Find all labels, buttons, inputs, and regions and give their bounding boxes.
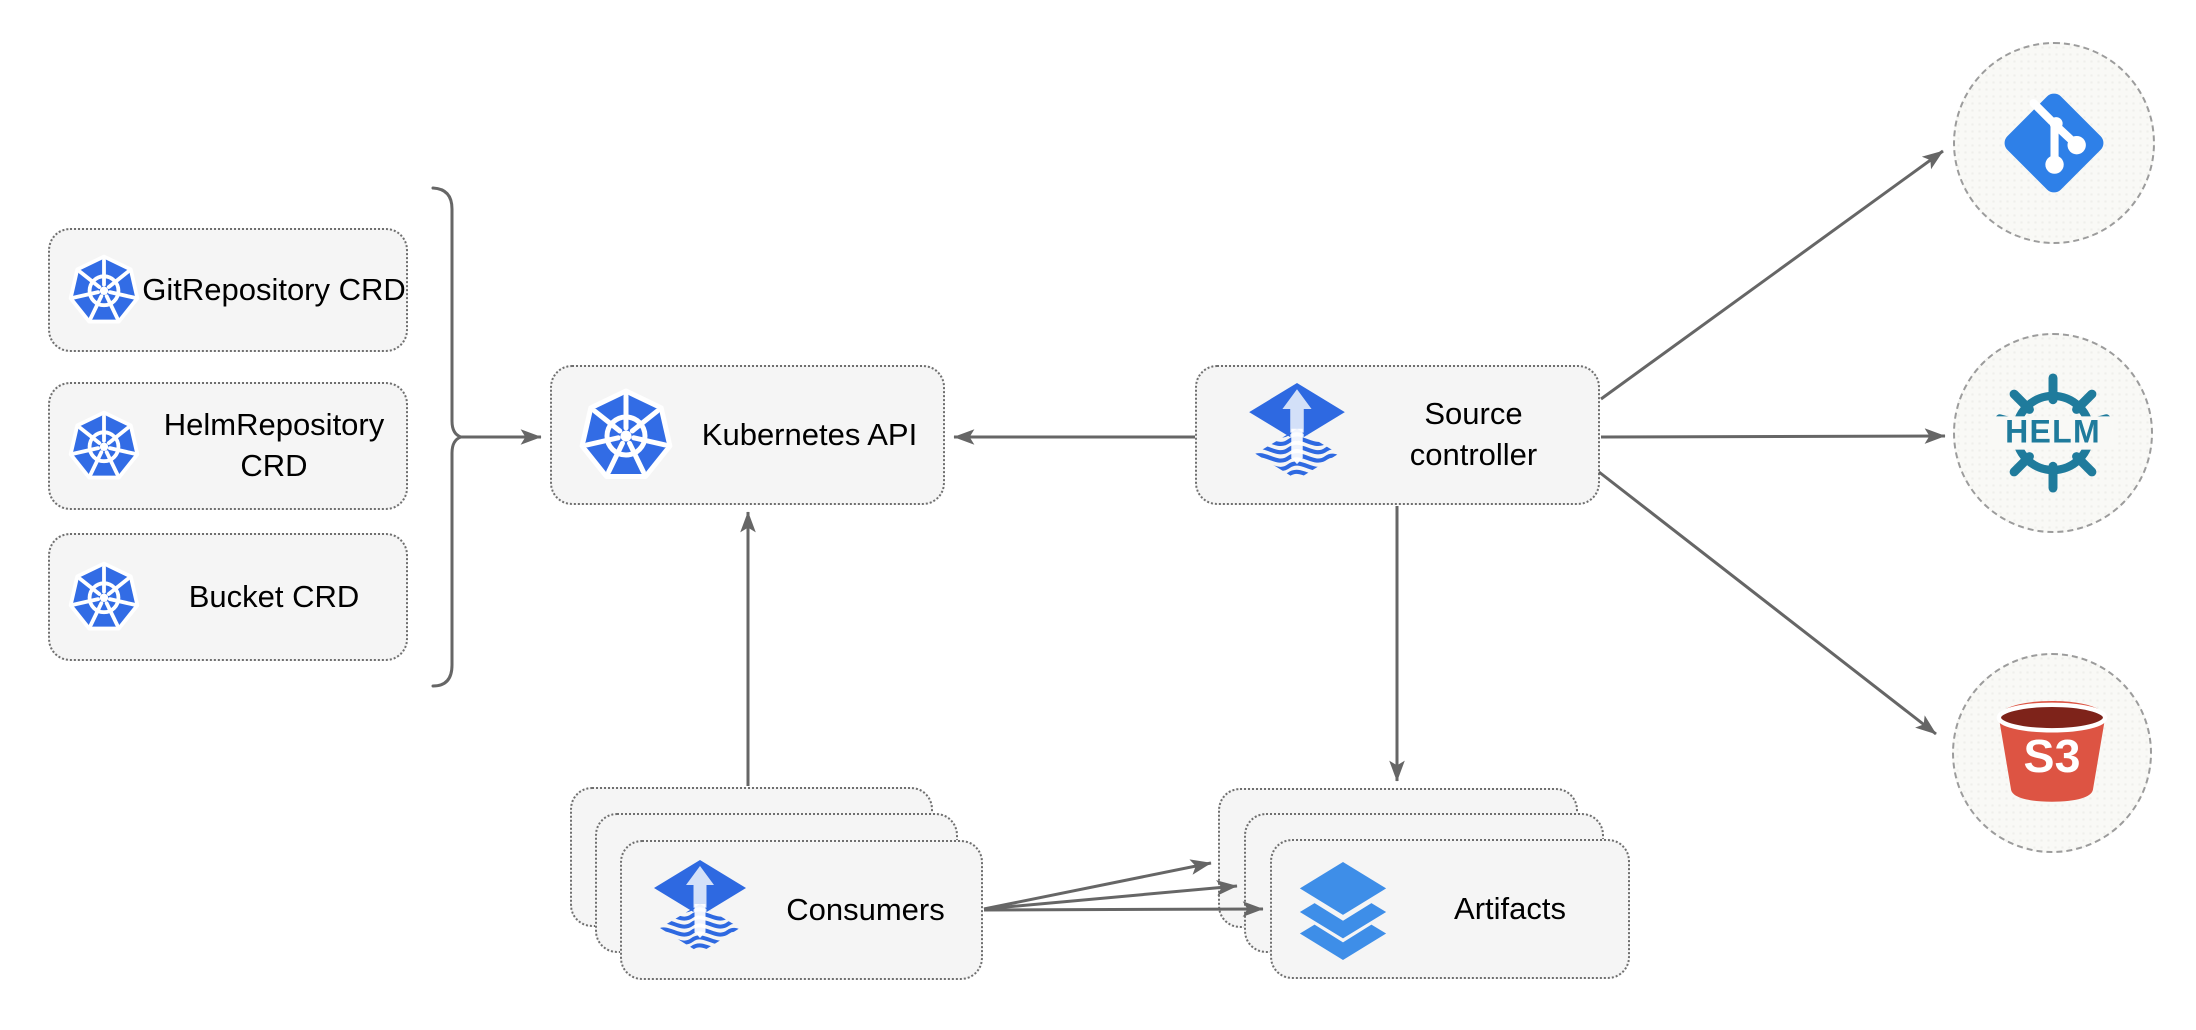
- bucket-crd-label: Bucket CRD: [188, 578, 360, 614]
- flux-icon: [650, 860, 750, 960]
- git-icon: [2000, 89, 2108, 197]
- s3-logo-text: S3: [2024, 730, 2081, 782]
- helm-icon: HELM: [1989, 373, 2117, 493]
- kubernetes-icon: [66, 252, 142, 328]
- consumers-to-artifacts-arrow-1: [983, 859, 1212, 911]
- source-controller-label: Source controller: [1409, 396, 1538, 472]
- endpoint-helm: HELM: [1953, 333, 2153, 533]
- node-artifacts: Artifacts: [1270, 839, 1630, 979]
- kubernetes-icon: [66, 559, 142, 635]
- crd-group-bracket: [431, 186, 466, 688]
- consumers-label: Consumers: [786, 891, 945, 927]
- node-bucket-crd: Bucket CRD: [48, 533, 408, 661]
- consumers-to-artifacts-arrow-2: [983, 880, 1238, 911]
- source-controller-to-git-arrow: [1600, 149, 1944, 401]
- endpoint-git: [1953, 42, 2155, 244]
- node-source-controller: Source controller: [1195, 365, 1600, 505]
- layers-icon: [1294, 858, 1392, 960]
- endpoint-s3: S3: [1952, 653, 2152, 853]
- node-gitrepository-crd: GitRepository CRD: [48, 228, 408, 352]
- source-controller-to-s3-arrow: [1598, 470, 1937, 736]
- source-controller-to-helm-arrow: [1600, 428, 1946, 444]
- artifacts-label: Artifacts: [1454, 890, 1566, 926]
- kubernetes-icon: [66, 408, 142, 484]
- helmrepository-crd-label: HelmRepository CRD: [163, 407, 385, 483]
- kubernetes-api-label: Kubernetes API: [701, 416, 918, 452]
- helm-logo-text: HELM: [2005, 414, 2101, 450]
- node-consumers: Consumers: [620, 840, 983, 980]
- flux-icon: [1245, 383, 1349, 487]
- node-kubernetes-api: Kubernetes API: [550, 365, 945, 505]
- gitrepository-crd-label: GitRepository CRD: [142, 271, 406, 307]
- kubernetes-icon: [576, 385, 676, 485]
- source-controller-label-wrap: Source controller: [1349, 394, 1598, 476]
- s3-bucket-icon: S3: [1996, 700, 2108, 802]
- node-helmrepository-crd: HelmRepository CRD: [48, 382, 408, 510]
